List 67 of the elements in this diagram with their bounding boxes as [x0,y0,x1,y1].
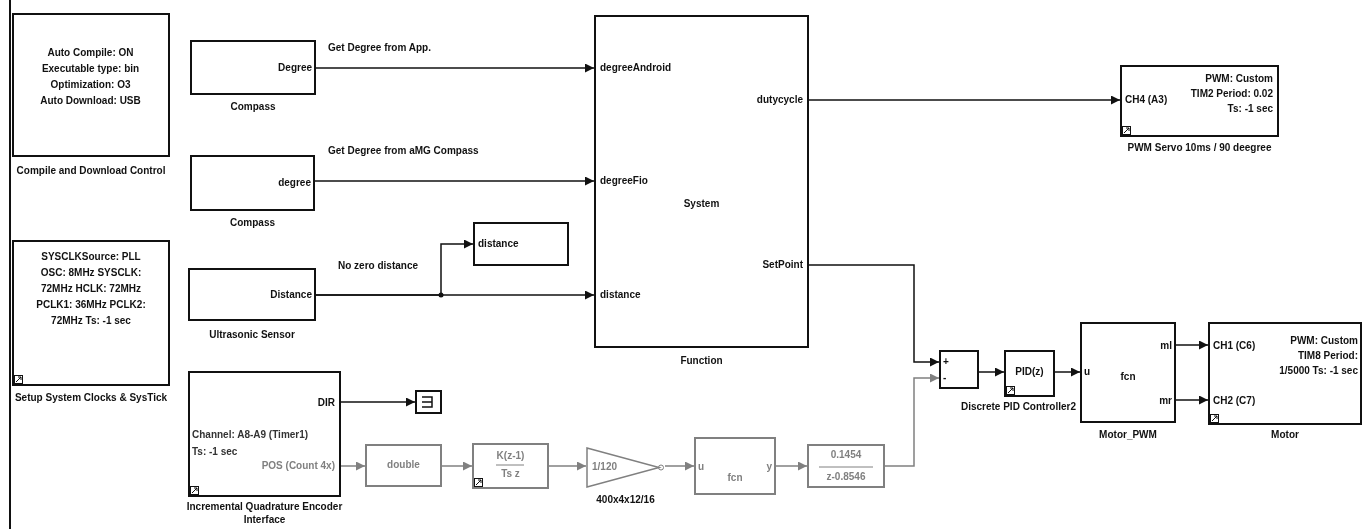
edge-label: Get Degree from aMG Compass [326,145,481,156]
block-text: POS (Count 4x) [260,459,335,472]
block-text: - [943,371,948,384]
block-text: + [943,355,950,368]
block-caption: Compass [229,100,277,113]
block-text: u [1084,365,1092,378]
block-text: PID(z) [1014,365,1045,378]
block-text: Ts z [500,467,521,480]
block-text: double [386,458,421,471]
signal-arrow [314,176,595,186]
block-text: Auto Compile: ON Executable type: bin Optimization: O3 Auto Download: USB [40,46,141,108]
signal-arrow [1175,395,1209,405]
block-text: fcn [726,471,744,484]
block-text: z-0.8546 [825,470,867,483]
signal-arrow [340,397,416,407]
signal-arrow [340,461,366,471]
signal-arrow [315,63,595,73]
block-caption: 400x4x12/16 [595,493,656,506]
block-text: DIR [316,396,335,409]
block-text: SetPoint [761,258,803,271]
signal-arrow [315,239,474,296]
block-text: fcn [1119,370,1137,383]
signal-arrow [1175,340,1209,350]
block-text: degreeAndroid [600,61,673,74]
block-text: mr [1158,394,1172,407]
edge-label: Get Degree from App. [326,42,433,53]
signal-arrow [808,95,1121,105]
edge-label: No zero distance [336,260,421,271]
block-caption: Discrete PID Controller2 [959,400,1076,413]
block-caption: Ultrasonic Sensor [208,328,296,341]
block-text: PWM: Custom TIM8 Period: 1/5000 Ts: -1 sec [1278,334,1358,378]
block-text: distance [600,288,642,301]
block-caption: Function [679,354,724,367]
block-caption: Compass [229,216,276,229]
block-text: ml [1159,339,1172,352]
block-text: K(z-1) [495,449,526,462]
block-text: Distance [269,288,312,301]
signal-arrow [808,264,940,367]
block-caption: Motor_PWM [1098,428,1158,441]
block-caption: Setup System Clocks & SysTick [13,391,169,405]
block-text: degreeFio [600,174,649,187]
block-text: distance [478,237,520,250]
block-text: CH4 (A3) [1125,93,1169,106]
block-text: CH1 (C6) [1213,339,1257,352]
block-caption: PWM Servo 10ms / 90 deegree [1126,141,1273,154]
block-text: y [765,460,772,473]
signal-arrow [978,367,1005,377]
block-caption: Motor [1270,428,1300,441]
block-text: 0.1454 [829,448,863,461]
block-text: SYSCLKSource: PLL OSC: 8MHz SYSCLK: 72MHz HCLK: 72MHz PCLK1: 36MHz PCLK2: 72MHz Ts: -1 sec [35,250,147,328]
block-text: CH2 (C7) [1213,394,1257,407]
signal-arrow [884,373,940,467]
block-text: System [682,197,721,210]
block-text: u [698,460,706,473]
block-text: Degree [277,61,312,74]
block-caption: Compile and Download Control [15,164,167,178]
signal-arrow [441,461,473,471]
signal-arrow [1054,367,1081,377]
block-text: degree [277,176,311,189]
signal-arrow [775,461,808,471]
block-caption: Incremental Quadrature Encoder Interface [185,500,344,526]
signal-arrow [548,461,587,471]
block-text: Channel: A8-A9 (Timer1) Ts: -1 sec [192,428,310,459]
block-text: dutycycle [755,93,803,106]
block-text: PWM: Custom TIM2 Period: 0.02 Ts: -1 sec [1189,72,1273,116]
block-text: 1/120 [592,460,619,473]
signal-arrow [664,461,695,471]
